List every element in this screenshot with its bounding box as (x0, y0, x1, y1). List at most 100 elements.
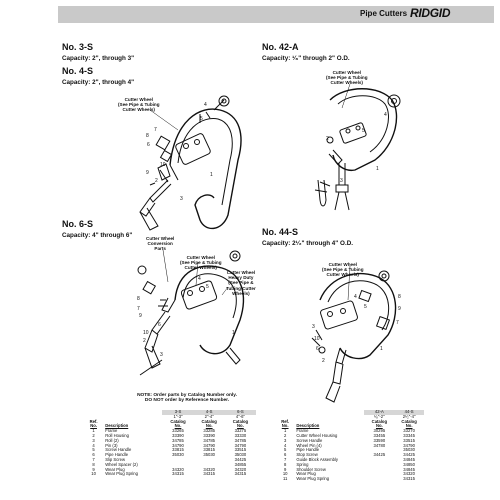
model-6s-title: No. 6-S (62, 219, 94, 229)
description-cell: Stop Screw (296, 452, 318, 458)
description-cell: Guide Block Assembly (296, 456, 338, 462)
description-cell: Pipe Handle (105, 452, 129, 458)
catalog-cell: 34785 (172, 437, 184, 443)
catalog-cell: 34785 (234, 437, 247, 443)
table-row: 10 Wear Plug Spring 34315 34315 34315 (84, 472, 256, 477)
ref-cell: 3 (92, 437, 95, 443)
ref-number: 4 (204, 102, 207, 108)
ref-cell: 11 (282, 476, 288, 482)
catalog-cell: 34315 (203, 471, 216, 477)
catalog-cell: 34315 (403, 476, 415, 482)
catalog-cell: 34780 (373, 442, 386, 448)
ref-number: 9 (398, 306, 401, 312)
ref-number: 1 (376, 166, 379, 172)
description-cell: Pin (3) (105, 442, 118, 448)
page-title: Pipe Cutters (360, 9, 408, 18)
catalog-cell: 33390 (203, 432, 216, 438)
catalog-cell: 34425 (234, 456, 247, 462)
ref-cell: 7 (92, 456, 95, 462)
description-cell: Roll Housing (105, 432, 129, 438)
ref-cell: 2 (283, 432, 287, 438)
drawing-44s (311, 270, 397, 403)
description-cell: Pipe Handle (296, 447, 320, 453)
catalog-cell: 34785 (203, 437, 216, 443)
model-3s-capacity: Capacity: 2", through 3" (62, 55, 135, 62)
table-row: 3 Roll (2) 34785 34785 34785 (84, 437, 256, 444)
ref-cell: 9 (283, 466, 287, 472)
description-cell: Frame (105, 428, 118, 434)
description-cell: Wheel Spacer (2) (105, 461, 138, 467)
catalog-cell: 34315 (234, 471, 247, 477)
description-cell: Wear Plug Spring (105, 471, 138, 477)
ref-number: 10 (143, 330, 149, 336)
ref-cell: 6 (92, 452, 95, 458)
ref-number: 10 (160, 162, 166, 168)
catalog-cell: 34320 (403, 471, 415, 477)
ref-cell: 7 (283, 456, 287, 462)
model-3s-title: No. 3-S (62, 42, 94, 52)
ref-cell: 10 (91, 471, 96, 477)
ref-number: 2 (326, 136, 329, 142)
header-bar: Pipe Cutters RIDGID (58, 6, 494, 23)
catalog-cell: 34855 (234, 461, 247, 467)
catalog-cell: 35030 (172, 452, 184, 458)
ref-number: 7 (154, 127, 157, 133)
ref-number: 7 (396, 320, 399, 326)
model-42a-capacity: Capacity: ¹⁄₈" through 2" O.D. (262, 55, 350, 62)
catalog-cell: 33815 (203, 447, 216, 453)
ref-number: 8 (137, 296, 140, 302)
description-cell: Wear Plug Spring (296, 476, 330, 482)
model-42a-title: No. 42-A (262, 42, 299, 52)
model-44s-title: No. 44-S (262, 227, 299, 237)
catalog-cell: 33515 (234, 447, 247, 453)
ref-number: 1 (380, 346, 383, 352)
catalog-cell: 35030 (403, 447, 415, 453)
catalog-cell: 34320 (234, 466, 247, 472)
ref-number: 7 (137, 306, 140, 312)
order-note: NOTE: Order parts by Catalog Number only… (137, 393, 237, 404)
catalog-cell: 33815 (172, 447, 184, 453)
catalog-cell: 34790 (234, 442, 247, 448)
ref-number: 2 (143, 338, 146, 344)
ref-number: 6 (147, 142, 150, 148)
catalog-cell: 34790 (172, 442, 184, 448)
ref-number: 5 (200, 116, 203, 122)
description-cell: Shoulder Screw (296, 466, 326, 472)
ref-number: 1 (210, 172, 213, 178)
ref-number: 5 (362, 128, 365, 134)
catalog-cell: 34320 (203, 466, 216, 472)
catalog-cell: 33455 (373, 432, 386, 438)
description-cell: Screw Handle (296, 437, 323, 443)
catalog-cell: 35030 (234, 452, 247, 458)
model-6s-capacity: Capacity: 4" through 6" (62, 232, 133, 239)
ref-number: 8 (146, 133, 149, 139)
ref-number: 3 (340, 178, 343, 184)
description-cell: Wheel Pin (4) (296, 442, 322, 448)
catalog-cell: 34315 (172, 471, 184, 477)
catalog-cell: 33330 (234, 432, 247, 438)
description-cell: Frame (296, 428, 309, 434)
ref-number: 3 (160, 352, 163, 358)
model-44s-capacity: Capacity: 2¹⁄₂" through 4" O.D. (262, 240, 353, 247)
ref-cell: 2 (92, 432, 95, 438)
catalog-cell: 33590 (373, 437, 386, 443)
description-cell: Roll (2) (105, 437, 119, 443)
catalog-cell: 33515 (403, 437, 415, 443)
